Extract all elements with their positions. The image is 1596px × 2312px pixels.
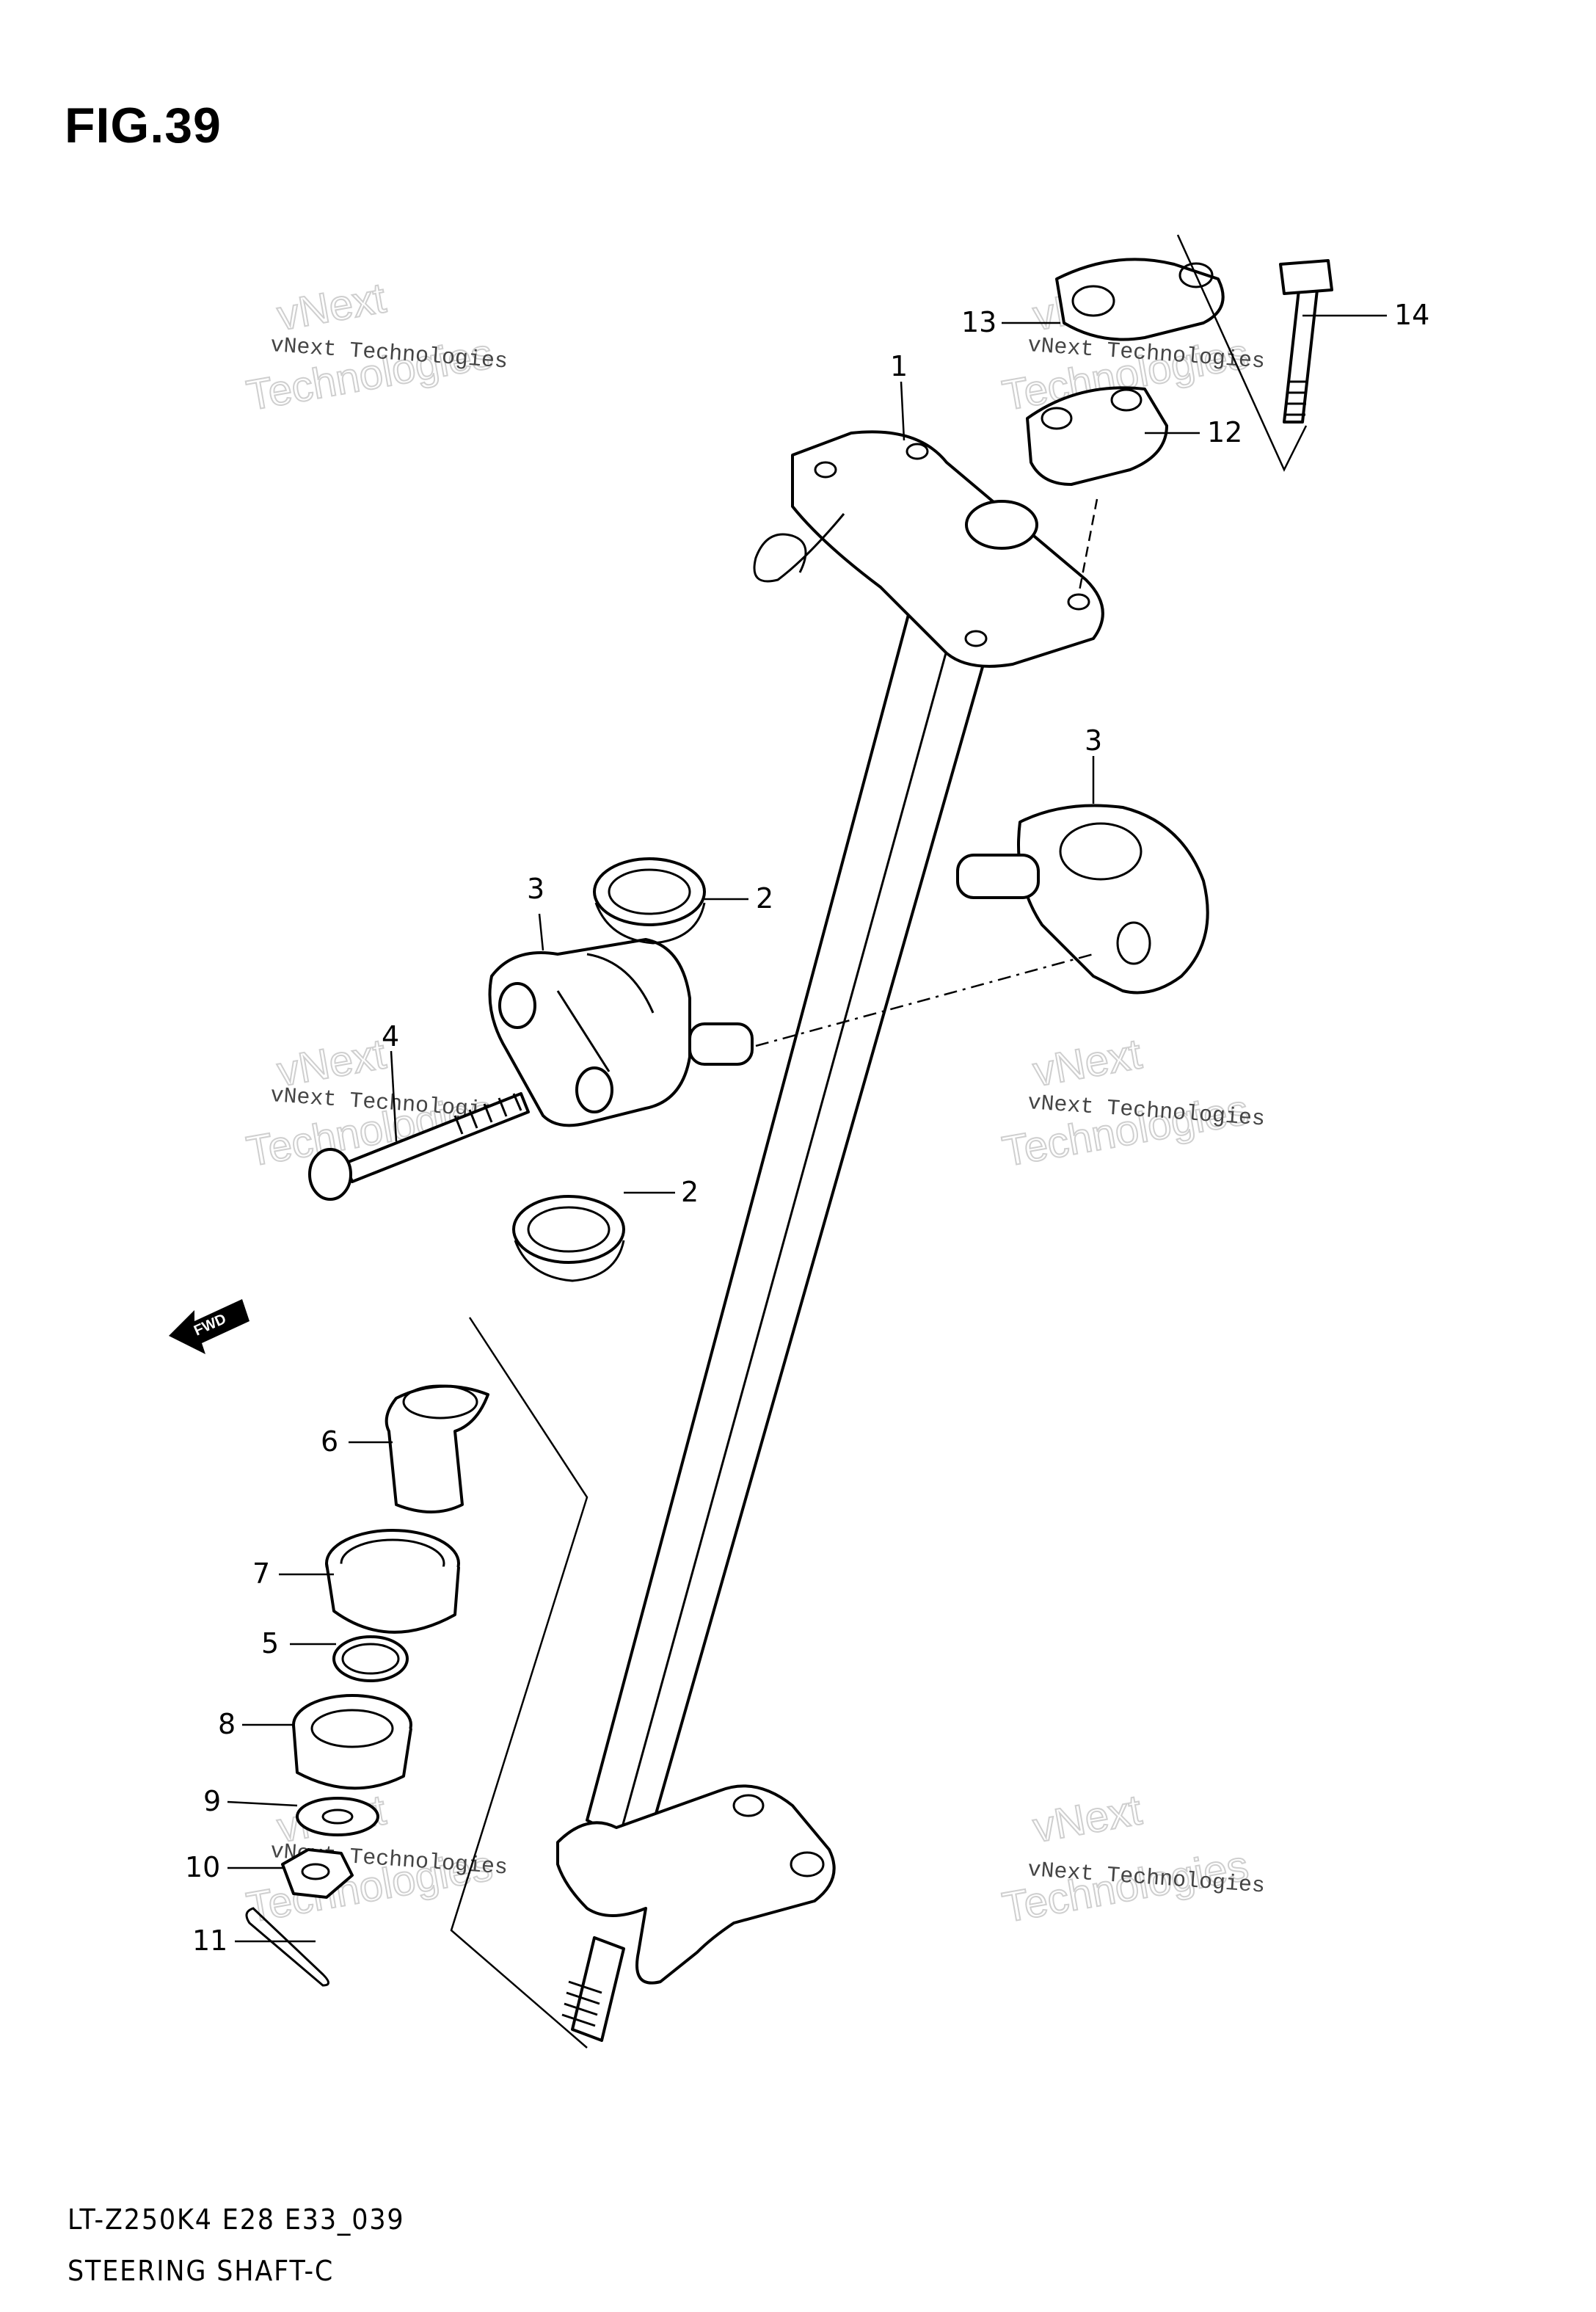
bearing-8 xyxy=(292,1694,412,1790)
callout-14: 14 xyxy=(1394,299,1429,331)
callout-6: 6 xyxy=(321,1425,338,1458)
callout-12: 12 xyxy=(1207,416,1242,448)
watermark-text: vNext xyxy=(1030,1030,1145,1096)
model-code: LT-Z250K4 E28 E33_039 xyxy=(68,2203,405,2236)
watermark-text: vNext xyxy=(274,274,389,340)
callout-8: 8 xyxy=(218,1708,236,1740)
handlebar-lower-clamp xyxy=(1026,386,1168,486)
callout-3-right: 3 xyxy=(1085,724,1102,757)
figure-name: STEERING SHAFT-C xyxy=(68,2255,335,2287)
watermark-text: vNext xyxy=(1030,1786,1145,1852)
callout-10: 10 xyxy=(185,1851,220,1883)
callout-13: 13 xyxy=(961,306,996,338)
clamp-bolt xyxy=(1279,259,1333,423)
handlebar-upper-clamp xyxy=(1055,258,1225,341)
callout-11: 11 xyxy=(192,1924,227,1957)
callout-leaders xyxy=(227,314,1387,1943)
handlebar-holder-left xyxy=(488,938,754,1127)
nut-10 xyxy=(281,1848,354,1899)
o-ring-5 xyxy=(332,1635,409,1682)
dust-seal-7 xyxy=(325,1529,460,1634)
callout-3-left: 3 xyxy=(527,873,544,905)
washer-9 xyxy=(296,1797,379,1836)
watermark-group: vNext Technologies vNext Technologies vN… xyxy=(242,273,1266,1933)
callout-5: 5 xyxy=(261,1627,279,1660)
callout-9: 9 xyxy=(203,1785,221,1817)
steering-shaft xyxy=(556,430,1104,2042)
bushing-lower xyxy=(512,1195,625,1282)
forward-direction-arrow: FWD xyxy=(169,1299,249,1354)
callout-4: 4 xyxy=(382,1020,399,1053)
callout-1: 1 xyxy=(890,350,908,382)
callout-2-upper: 2 xyxy=(756,882,773,915)
callout-numbers: 1 2 2 3 3 4 5 6 7 8 9 10 11 12 13 14 xyxy=(185,299,1429,1957)
callout-7: 7 xyxy=(252,1557,270,1590)
holder-bolt xyxy=(308,1092,530,1201)
callout-2-lower: 2 xyxy=(681,1176,699,1208)
bushing-upper xyxy=(593,857,706,945)
cotter-pin-11 xyxy=(245,1907,329,1987)
handlebar-holder-right xyxy=(956,804,1209,995)
figure-title: FIG.39 xyxy=(65,98,222,153)
bushing-6 xyxy=(385,1384,489,1513)
